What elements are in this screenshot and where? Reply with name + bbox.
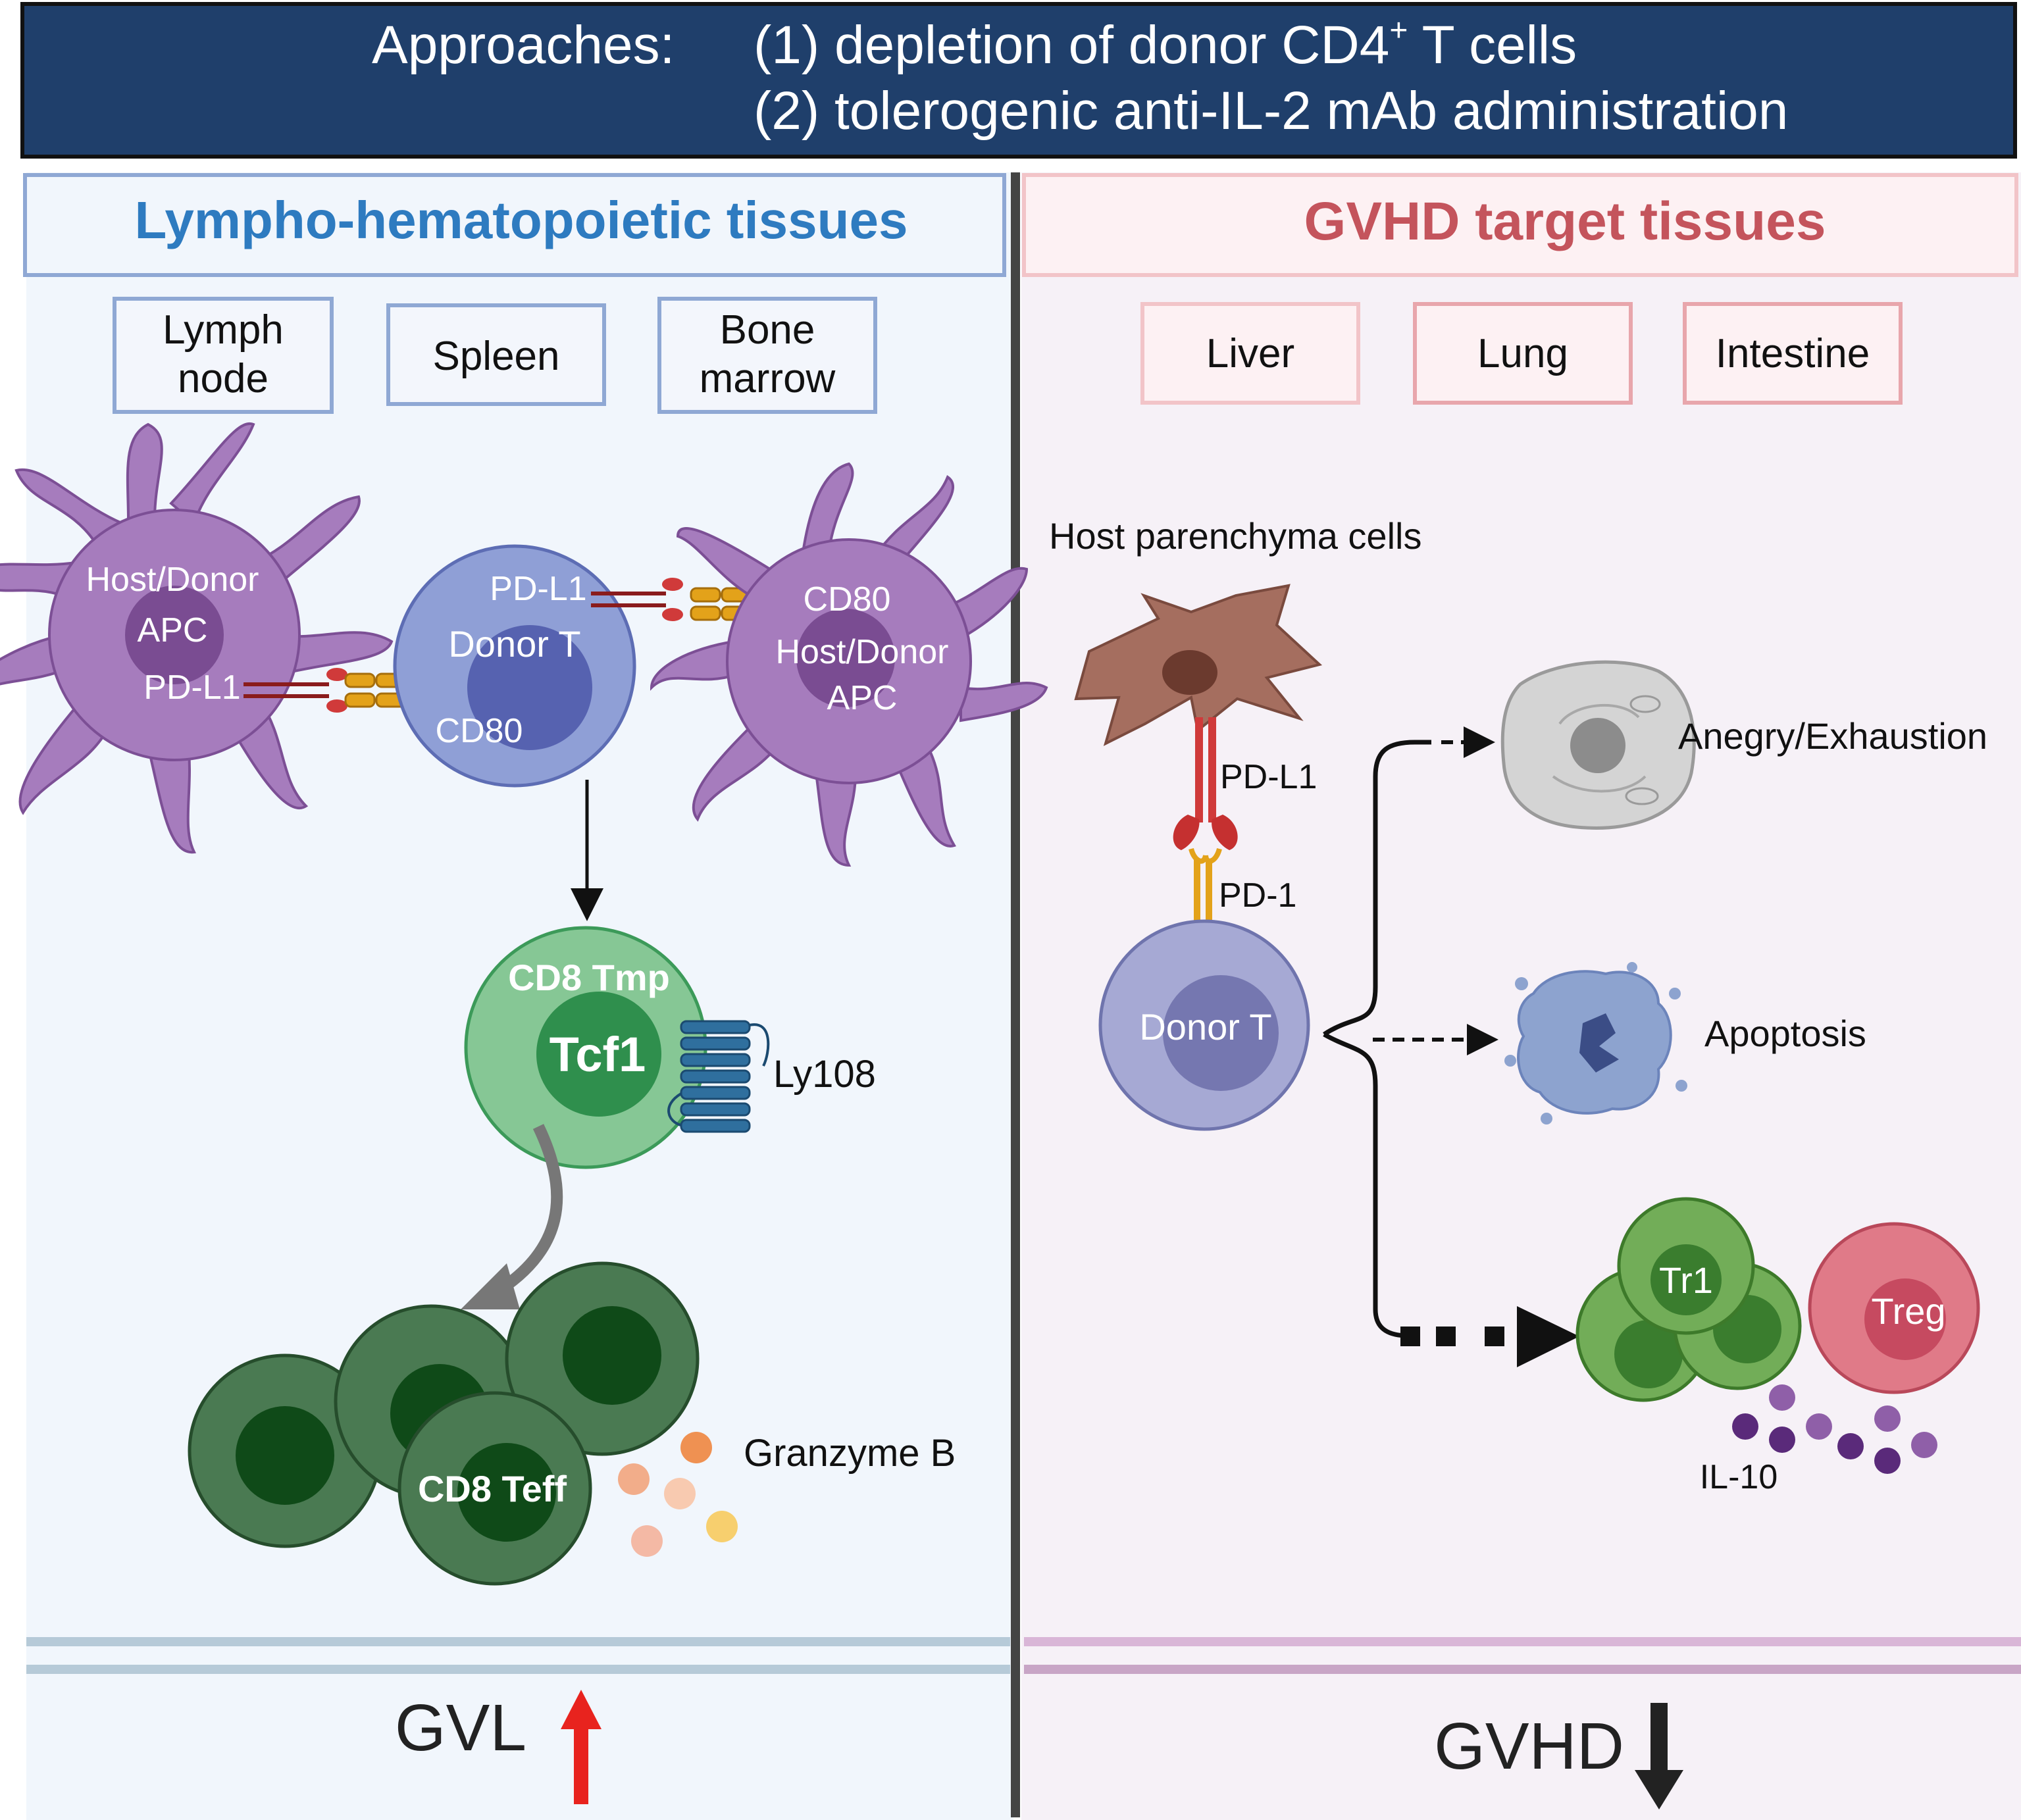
anergic-cell-icon (1500, 660, 1696, 830)
left-title-box (23, 173, 1006, 277)
apc-left-ligand: PD-L1 (143, 669, 240, 707)
apoptotic-cell-icon (1504, 962, 1687, 1125)
donor-t-cd80: CD80 (436, 712, 523, 750)
up-arrow-icon (561, 1690, 601, 1804)
tissue-box-liver: Liver (1140, 302, 1360, 405)
tmp-label: CD8 Tmp (508, 957, 670, 998)
receptor-icon (680, 1020, 751, 1133)
header-line1: (1) depletion of donor CD4+ T cells (754, 13, 1577, 75)
right-panel: GVHD target tissues Liver Lung Intestine… (1022, 173, 2021, 1809)
dendritic-cell-icon (650, 462, 1048, 867)
dendritic-cell-icon (0, 422, 394, 854)
panel-divider (1011, 172, 1020, 1817)
cd8-teff-cluster (188, 1261, 700, 1586)
tissue-label-line: node (178, 356, 269, 401)
tr1-label: Tr1 (1659, 1259, 1713, 1301)
tissue-label-line: marrow (700, 356, 836, 401)
donor-t-cell (393, 544, 636, 788)
apc-right-label2: APC (827, 679, 898, 717)
treg-cell (1808, 1222, 1980, 1394)
tr1-arrow (1400, 1306, 1579, 1367)
header-banner: Approaches: (1) depletion of donor CD4+ … (20, 2, 2017, 159)
donor-t-cell (1098, 919, 1310, 1131)
right-separator-bottom (1024, 1665, 2021, 1674)
receptor-tail (749, 1023, 770, 1067)
tissue-label-line: Liver (1206, 331, 1294, 376)
right-title: GVHD target tissues (1304, 191, 1826, 251)
parenchyma-cell-icon (1074, 584, 1323, 746)
donor-t-label: Donor T (448, 623, 580, 665)
differentiation-arrow (497, 1124, 563, 1295)
left-panel: Lympho-hematopoietic tissues Lymph node … (0, 173, 1048, 1804)
il10-molecules (1732, 1384, 1937, 1474)
left-title: Lympho-hematopoietic tissues (135, 191, 908, 249)
ly108-label: Ly108 (773, 1053, 876, 1096)
il10-label: IL-10 (1700, 1458, 1778, 1496)
treg-label: Treg (1871, 1290, 1945, 1332)
right-separator-top (1024, 1637, 2021, 1646)
tr1-cluster (1575, 1197, 1802, 1402)
donor-t-pdl1: PD-L1 (490, 570, 586, 608)
tissue-box-lymph-node: Lymph node (113, 297, 334, 414)
branch-brace (1323, 740, 1431, 1338)
header-prefix: Approaches: (372, 15, 675, 75)
apc-left-label2: APC (138, 611, 208, 649)
cd8-tmp-cell (464, 926, 707, 1169)
header-line2: (2) tolerogenic anti-IL-2 mAb administra… (754, 81, 1788, 141)
apc-right-cd80: CD80 (804, 580, 891, 619)
tissue-label-line: Lung (1477, 331, 1568, 376)
granzyme-label: Granzyme B (744, 1432, 956, 1475)
apc-left-label1: Host/Donor (86, 561, 259, 599)
tissue-label-line: Bone (720, 307, 815, 353)
tissue-box-intestine: Intestine (1683, 302, 1903, 405)
anergy-label: Anegry/Exhaustion (1678, 715, 1987, 757)
tcf1-label: Tcf1 (550, 1027, 646, 1082)
pdl1-label: PD-L1 (1220, 758, 1317, 796)
receptor-icon (1173, 717, 1238, 944)
apoptosis-label: Apoptosis (1704, 1013, 1866, 1054)
gvhd-outcome-label: GVHD (1434, 1709, 1624, 1783)
host-cells-label: Host parenchyma cells (1049, 515, 1421, 557)
tissue-box-bone-marrow: Bone marrow (657, 297, 877, 414)
tissue-label-line: Spleen (432, 334, 559, 379)
teff-label: CD8 Teff (418, 1468, 567, 1509)
right-title-box (1022, 173, 2018, 277)
gvl-outcome-label: GVL (395, 1691, 526, 1765)
right-donor-t-label: Donor T (1139, 1006, 1271, 1048)
down-arrow-icon (1635, 1703, 1683, 1809)
tissue-box-spleen: Spleen (386, 303, 606, 406)
pd1-label: PD-1 (1219, 876, 1296, 915)
tissue-label-line: Intestine (1716, 331, 1870, 376)
differentiation-arrowhead (461, 1263, 520, 1309)
receptor-tail (667, 1092, 682, 1126)
apc-right-label1: Host/Donor (776, 633, 949, 671)
tissue-box-lung: Lung (1413, 302, 1633, 405)
tissue-label-line: Lymph (163, 307, 284, 353)
left-separator-top (26, 1637, 1010, 1646)
left-separator-bottom (26, 1665, 1010, 1674)
granzyme-granules (618, 1432, 738, 1557)
